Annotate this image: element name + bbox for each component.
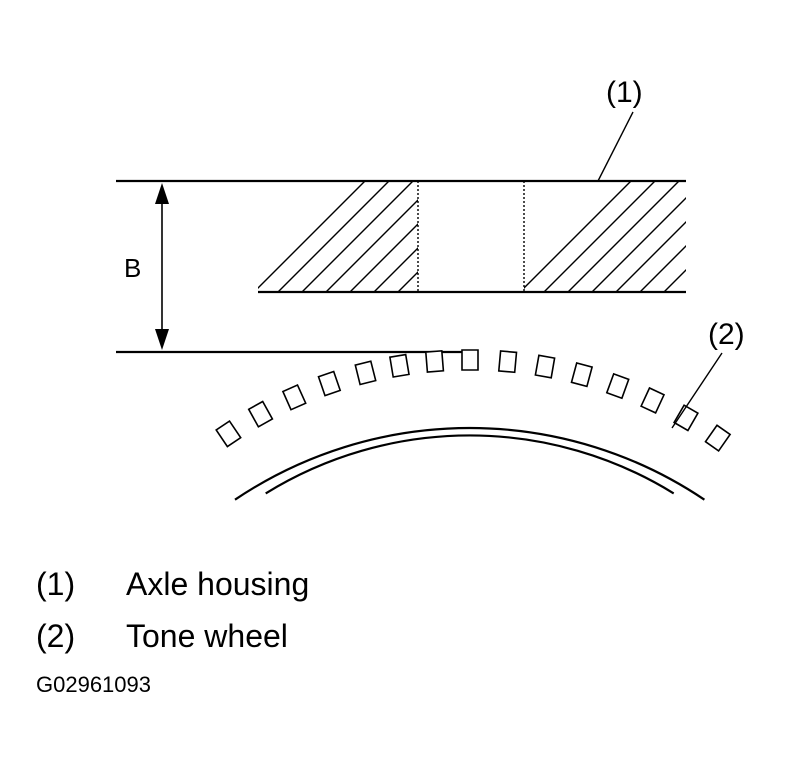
axle-housing bbox=[116, 179, 802, 294]
legend: (1) Axle housing (2) Tone wheel bbox=[36, 558, 309, 662]
hatch-line bbox=[639, 245, 686, 292]
tone-wheel-tooth bbox=[247, 400, 274, 428]
callout-1-leader bbox=[597, 111, 634, 182]
hatch-line bbox=[277, 181, 390, 292]
tone-wheel-tooth bbox=[570, 362, 594, 388]
hatch-line bbox=[446, 181, 557, 292]
hatch-line bbox=[591, 197, 686, 292]
tone-wheel-tooth bbox=[534, 354, 556, 379]
hatch-line bbox=[422, 181, 533, 292]
tone-wheel-tooth bbox=[461, 349, 479, 371]
tone-wheel-tooth bbox=[317, 370, 342, 397]
tone-wheel bbox=[215, 349, 732, 501]
dimension-b: B bbox=[116, 183, 474, 354]
hatch-line bbox=[349, 223, 418, 292]
tone-wheel-tooth bbox=[673, 404, 699, 432]
tone-wheel-tooth bbox=[388, 353, 410, 378]
legend-number: (1) bbox=[36, 566, 76, 602]
hatch-line bbox=[543, 181, 656, 292]
figure-code: G02961093 bbox=[36, 672, 151, 697]
hatch-line bbox=[712, 181, 802, 292]
hatch-line bbox=[494, 181, 605, 292]
tone-wheel-tooth bbox=[605, 372, 630, 400]
tone-wheel-tooth bbox=[215, 419, 242, 448]
callout-2: (2) bbox=[708, 318, 745, 351]
tone-wheel-tooth bbox=[497, 350, 518, 374]
legend-item: (2) Tone wheel bbox=[36, 610, 309, 662]
hatch-line bbox=[524, 181, 632, 289]
hatch-line bbox=[760, 181, 802, 292]
tone-wheel-inner-rim bbox=[265, 434, 675, 495]
arrow-down-icon bbox=[155, 329, 169, 350]
hatch-line bbox=[784, 181, 802, 292]
callout-2-leader bbox=[671, 352, 723, 429]
legend-item: (1) Axle housing bbox=[36, 558, 309, 610]
hatch-line bbox=[663, 269, 686, 292]
tone-wheel-teeth bbox=[215, 349, 732, 453]
legend-number: (2) bbox=[36, 618, 76, 654]
legend-label: Axle housing bbox=[126, 566, 310, 602]
tone-wheel-tooth bbox=[281, 383, 307, 411]
tone-wheel-tooth bbox=[640, 386, 666, 414]
hatch-line bbox=[397, 271, 418, 292]
hatch-line bbox=[736, 181, 802, 292]
hatch-line bbox=[373, 247, 418, 292]
hatch-line bbox=[470, 181, 581, 292]
callout-1: (1) bbox=[606, 76, 643, 109]
hatch-line bbox=[301, 181, 414, 292]
hatch-line bbox=[688, 181, 799, 292]
tone-wheel-tooth bbox=[704, 424, 732, 453]
hatch-line bbox=[567, 181, 680, 292]
arrow-up-icon bbox=[155, 183, 169, 204]
hatch-line bbox=[518, 181, 629, 292]
housing-hatch-left bbox=[258, 181, 629, 292]
legend-label: Tone wheel bbox=[126, 618, 288, 654]
tone-wheel-outer-rim bbox=[234, 426, 706, 501]
hatch-line bbox=[615, 221, 686, 292]
housing-hatch-right bbox=[524, 181, 802, 292]
hatch-line bbox=[325, 199, 418, 292]
hatch-line bbox=[258, 181, 366, 289]
tone-wheel-tooth bbox=[424, 349, 445, 373]
dimension-label: B bbox=[124, 253, 141, 283]
tone-wheel-tooth bbox=[354, 360, 377, 386]
